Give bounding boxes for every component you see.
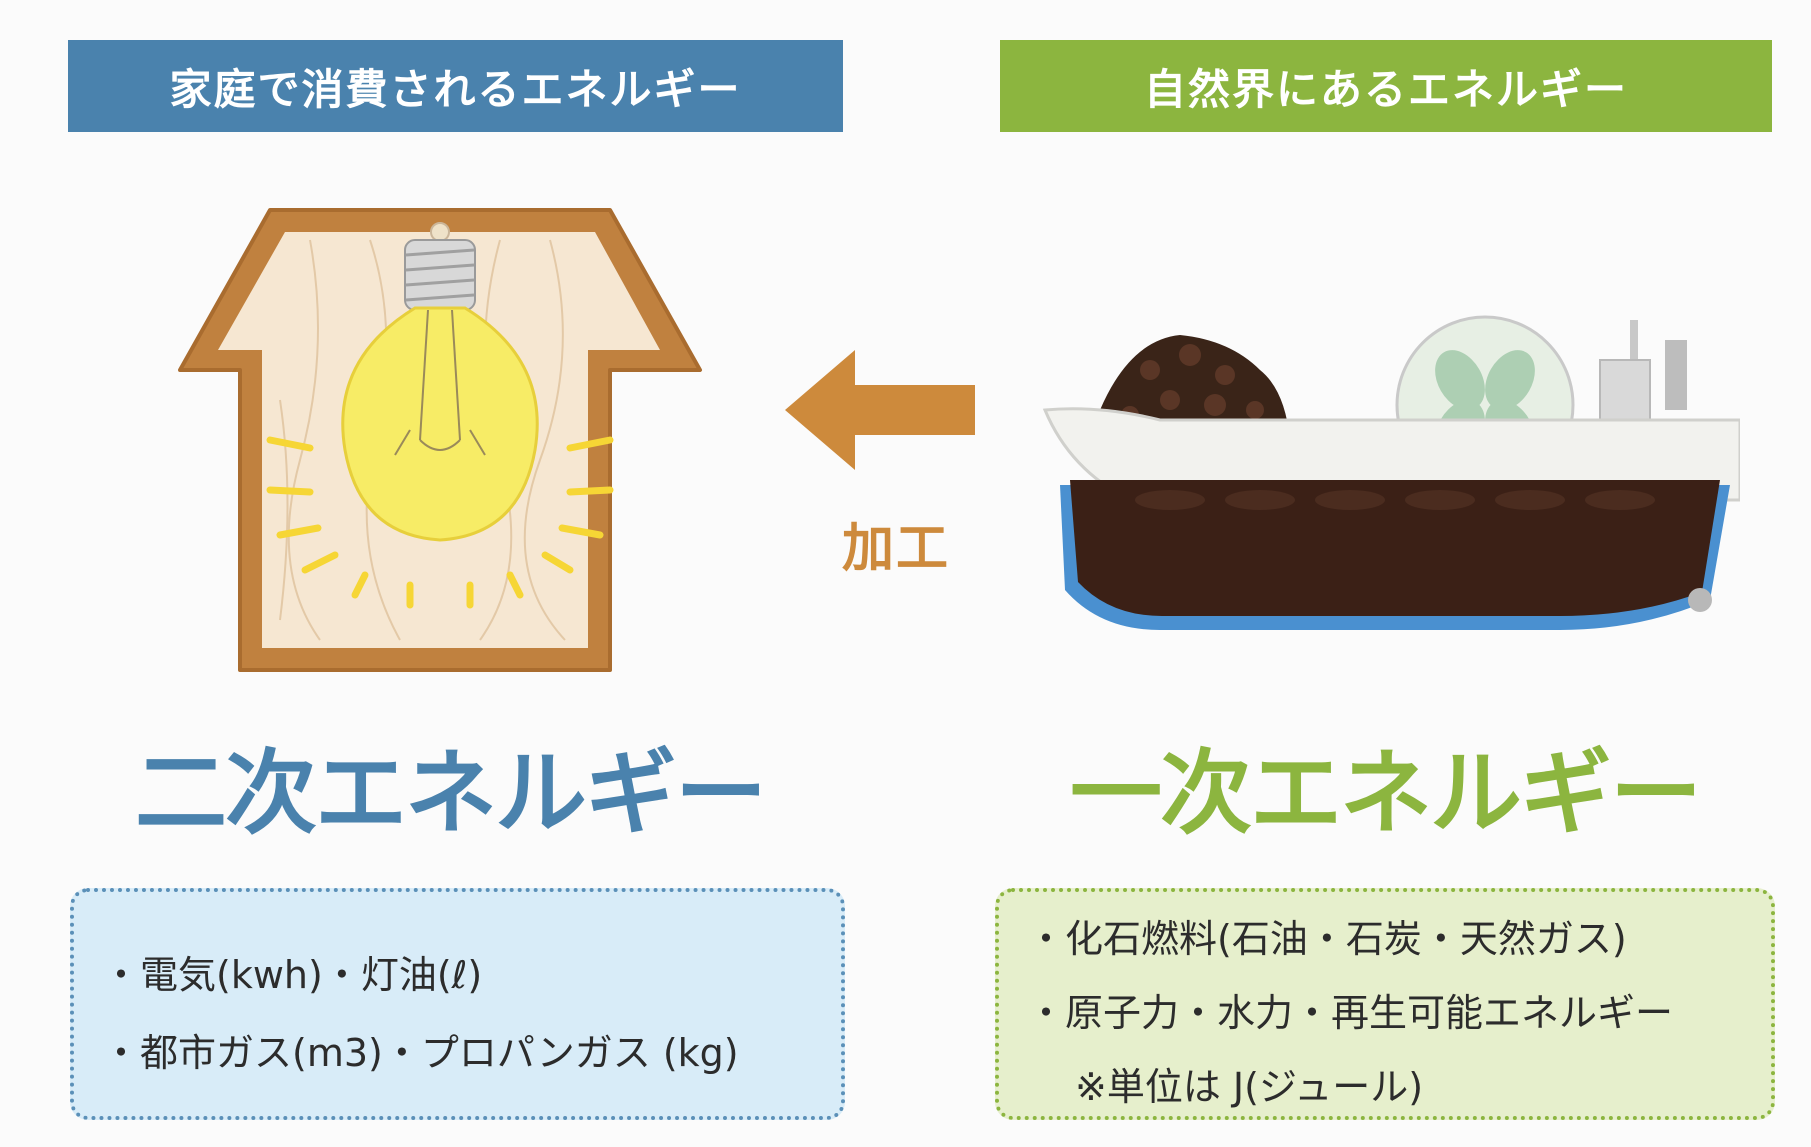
house-with-light-bulb-icon — [178, 208, 702, 672]
list-item: ・化石燃料(石油・石炭・天然ガス) — [1027, 917, 1627, 961]
list-item: ・電気(kwh)・灯油(ℓ) — [102, 953, 483, 997]
list-item: ・都市ガス(m3)・プロパンガス (kg) — [102, 1031, 739, 1075]
primary-energy-title: 一次エネルギー — [1069, 739, 1702, 847]
unit-note: ※単位は J(ジュール) — [1075, 1065, 1424, 1109]
secondary-energy-banner: 家庭で消費されるエネルギー — [68, 40, 843, 132]
primary-energy-banner: 自然界にあるエネルギー — [1000, 40, 1772, 132]
list-item: ・原子力・水力・再生可能エネルギー — [1027, 991, 1674, 1035]
primary-energy-list: ・化石燃料(石油・石炭・天然ガス) ・原子力・水力・再生可能エネルギー ※単位は… — [995, 888, 1775, 1120]
process-label: 加工 — [842, 519, 951, 579]
secondary-energy-list: ・電気(kwh)・灯油(ℓ) ・都市ガス(m3)・プロパンガス (kg) — [70, 888, 845, 1120]
secondary-energy-title: 二次エネルギー — [134, 739, 767, 847]
cargo-ship-icon — [1042, 315, 1740, 630]
left-arrow-icon — [785, 350, 975, 470]
